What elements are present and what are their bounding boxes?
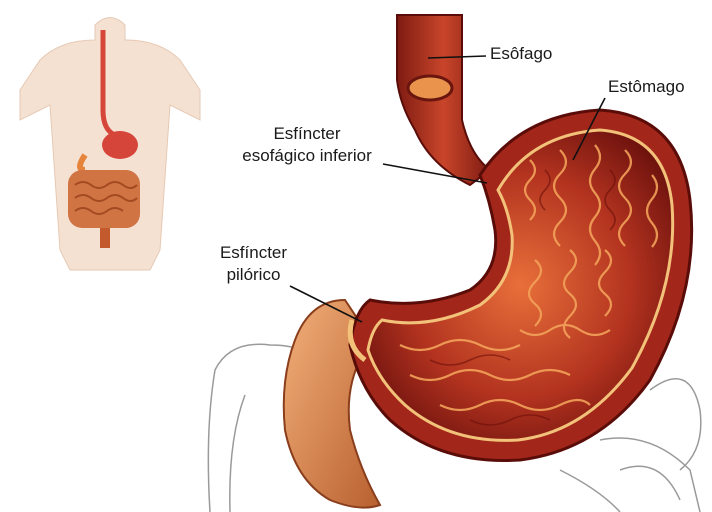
body-thumbnail: [20, 18, 200, 271]
esophagus: [397, 15, 490, 185]
label-lower-esophageal-sphincter: Esfíncter esofágico inferior: [222, 123, 392, 167]
label-stomach: Estômago: [608, 76, 685, 98]
label-esophagus: Esôfago: [490, 43, 552, 65]
label-pyloric-sphincter: Esfíncter pilórico: [206, 242, 301, 286]
esophagus-opening: [408, 76, 452, 100]
